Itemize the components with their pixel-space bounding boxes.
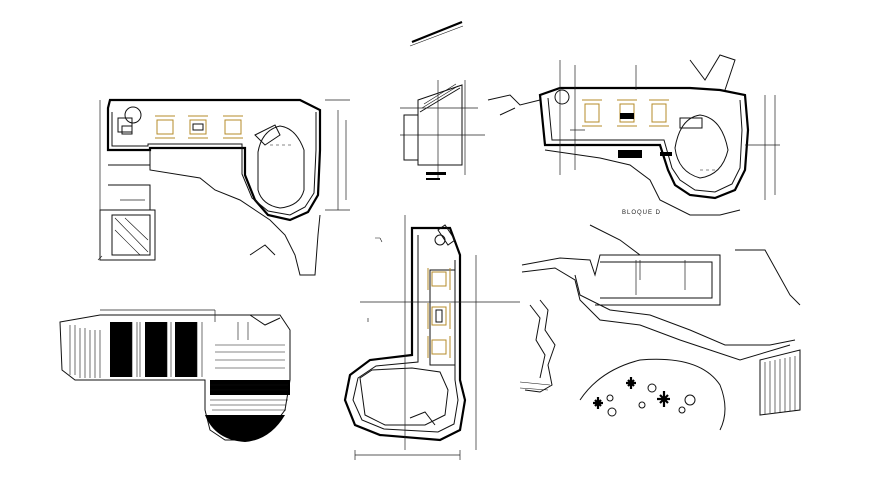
floor-plan-top-left	[97, 98, 350, 276]
floor-plan-top-right	[487, 54, 780, 216]
bloque-label: BLOQUE D	[622, 210, 662, 216]
floor-plan-center	[343, 215, 520, 460]
site-plan-bottom-right	[519, 224, 801, 431]
elevation-bottom-left	[59, 309, 291, 442]
section-detail-top-center	[400, 20, 485, 180]
tree-symbols	[593, 377, 696, 417]
